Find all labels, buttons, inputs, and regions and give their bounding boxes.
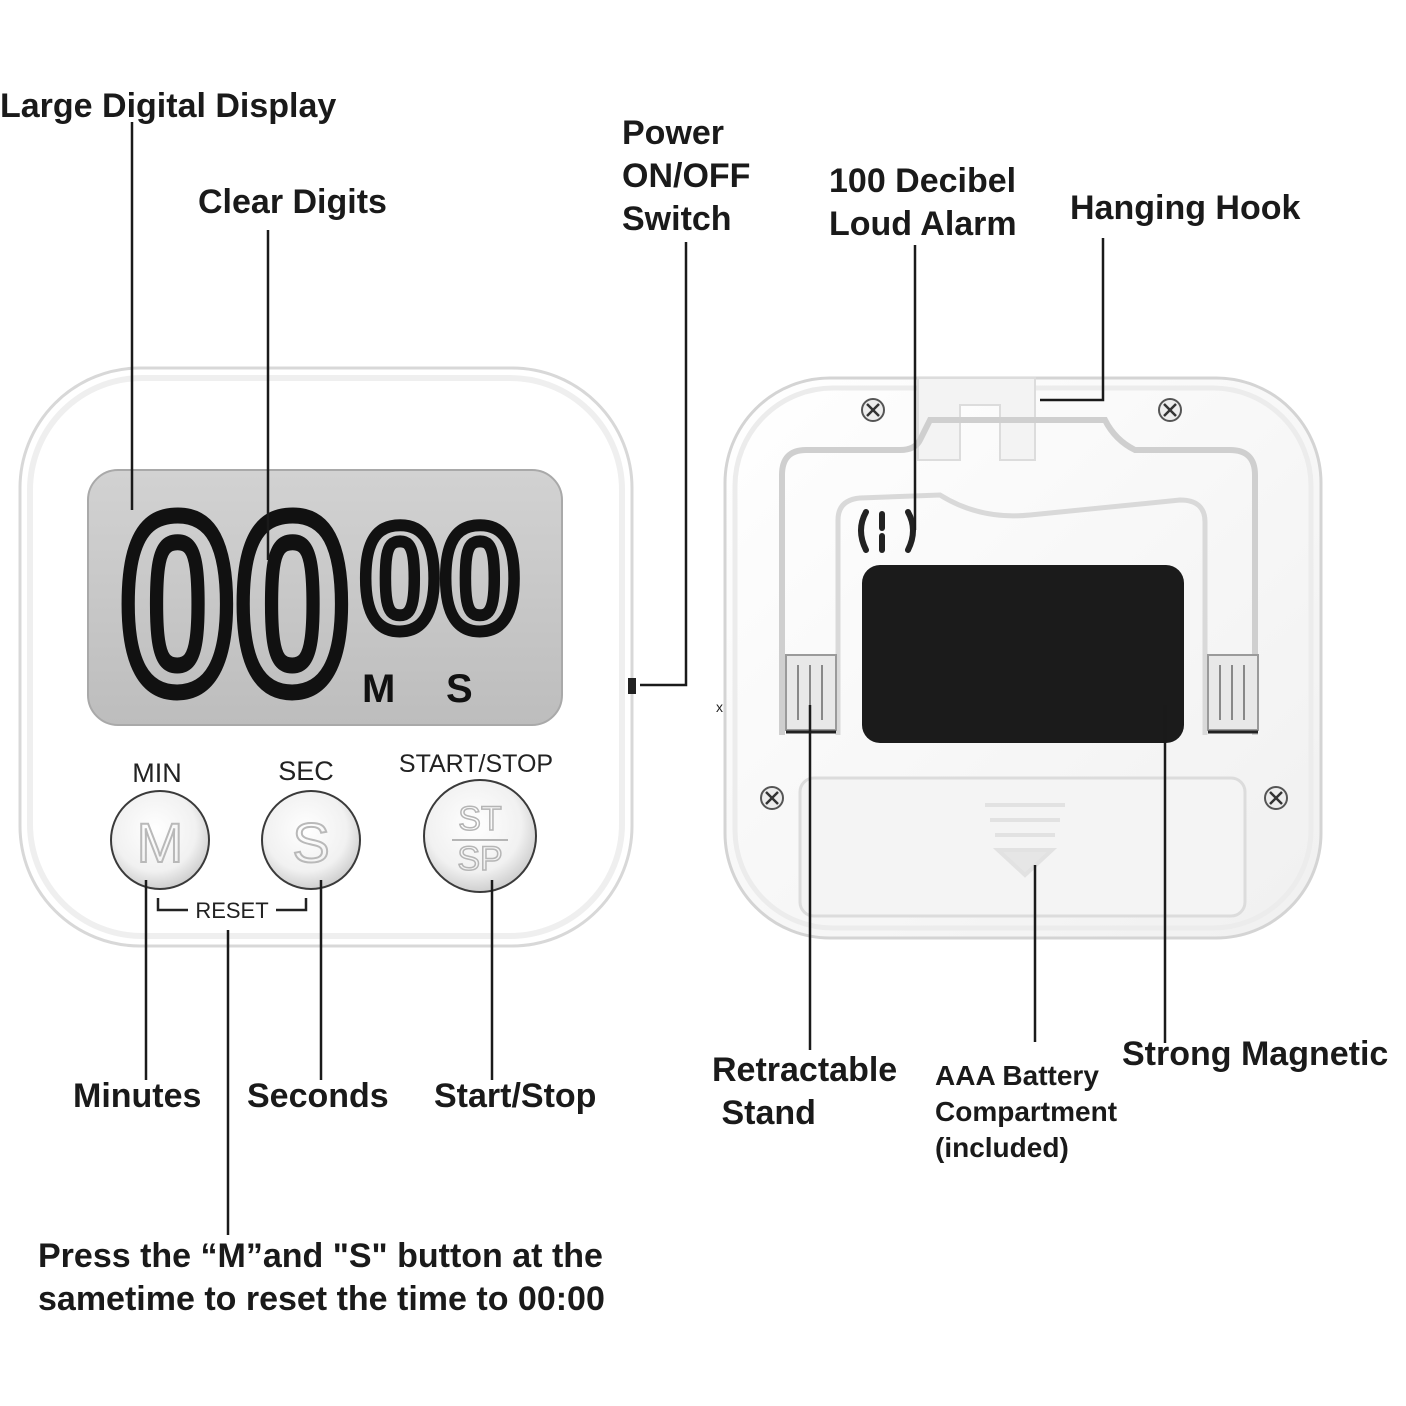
callout-seconds: Seconds [247,1077,389,1115]
callout-minutes: Minutes [73,1077,202,1115]
svg-text:ST: ST [458,800,501,838]
sec-button-label: SEC [278,756,334,786]
callout-large-display: Large Digital Display [0,87,337,125]
svg-text:S: S [292,811,329,874]
min-button[interactable]: M [110,790,210,890]
callout-battery: AAA Battery Compartment (included) [935,1060,1118,1163]
power-switch [628,678,636,694]
alarm-speaker [858,509,916,553]
callout-reset-note: Press the “M”and "S" button at the samet… [38,1237,605,1318]
magnet [862,565,1184,743]
callout-loud-alarm: 100 Decibel Loud Alarm [829,162,1017,243]
callout-power-switch: Power ON/OFF Switch [622,114,751,238]
reset-label: RESET [195,898,268,923]
callout-start-stop: Start/Stop [434,1077,597,1115]
lcd-digits: 00 00 M S [112,456,526,751]
svg-text:SP: SP [457,840,502,878]
lcd-screen [87,469,563,726]
svg-text:x: x [716,699,723,715]
battery-compartment [798,776,1247,918]
leader-lines [130,122,1167,1235]
callout-hanging-hook: Hanging Hook [1070,189,1301,227]
unit-min-label: M [362,667,395,711]
unit-sec-label: S [446,667,473,711]
start-stop-button[interactable]: ST SP [423,779,537,893]
timer-back: x [716,376,1323,940]
seconds-digits: 00 [360,494,520,662]
retractable-stand [779,417,1258,735]
start-stop-button-label: START/STOP [399,750,553,778]
sec-button[interactable]: S [261,790,361,890]
callout-retractable-stand: Retractable Stand [712,1051,898,1132]
svg-text:M: M [137,811,184,874]
min-button-label: MIN [132,758,182,788]
hanging-hook [917,377,1036,461]
callout-clear-digits: Clear Digits [198,183,387,221]
callout-magnetic: Strong Magnetic [1122,1035,1389,1073]
timer-front: 00 00 M S MIN SEC START/STOP M S ST SP R… [18,366,636,948]
minutes-digits: 00 [120,464,350,743]
